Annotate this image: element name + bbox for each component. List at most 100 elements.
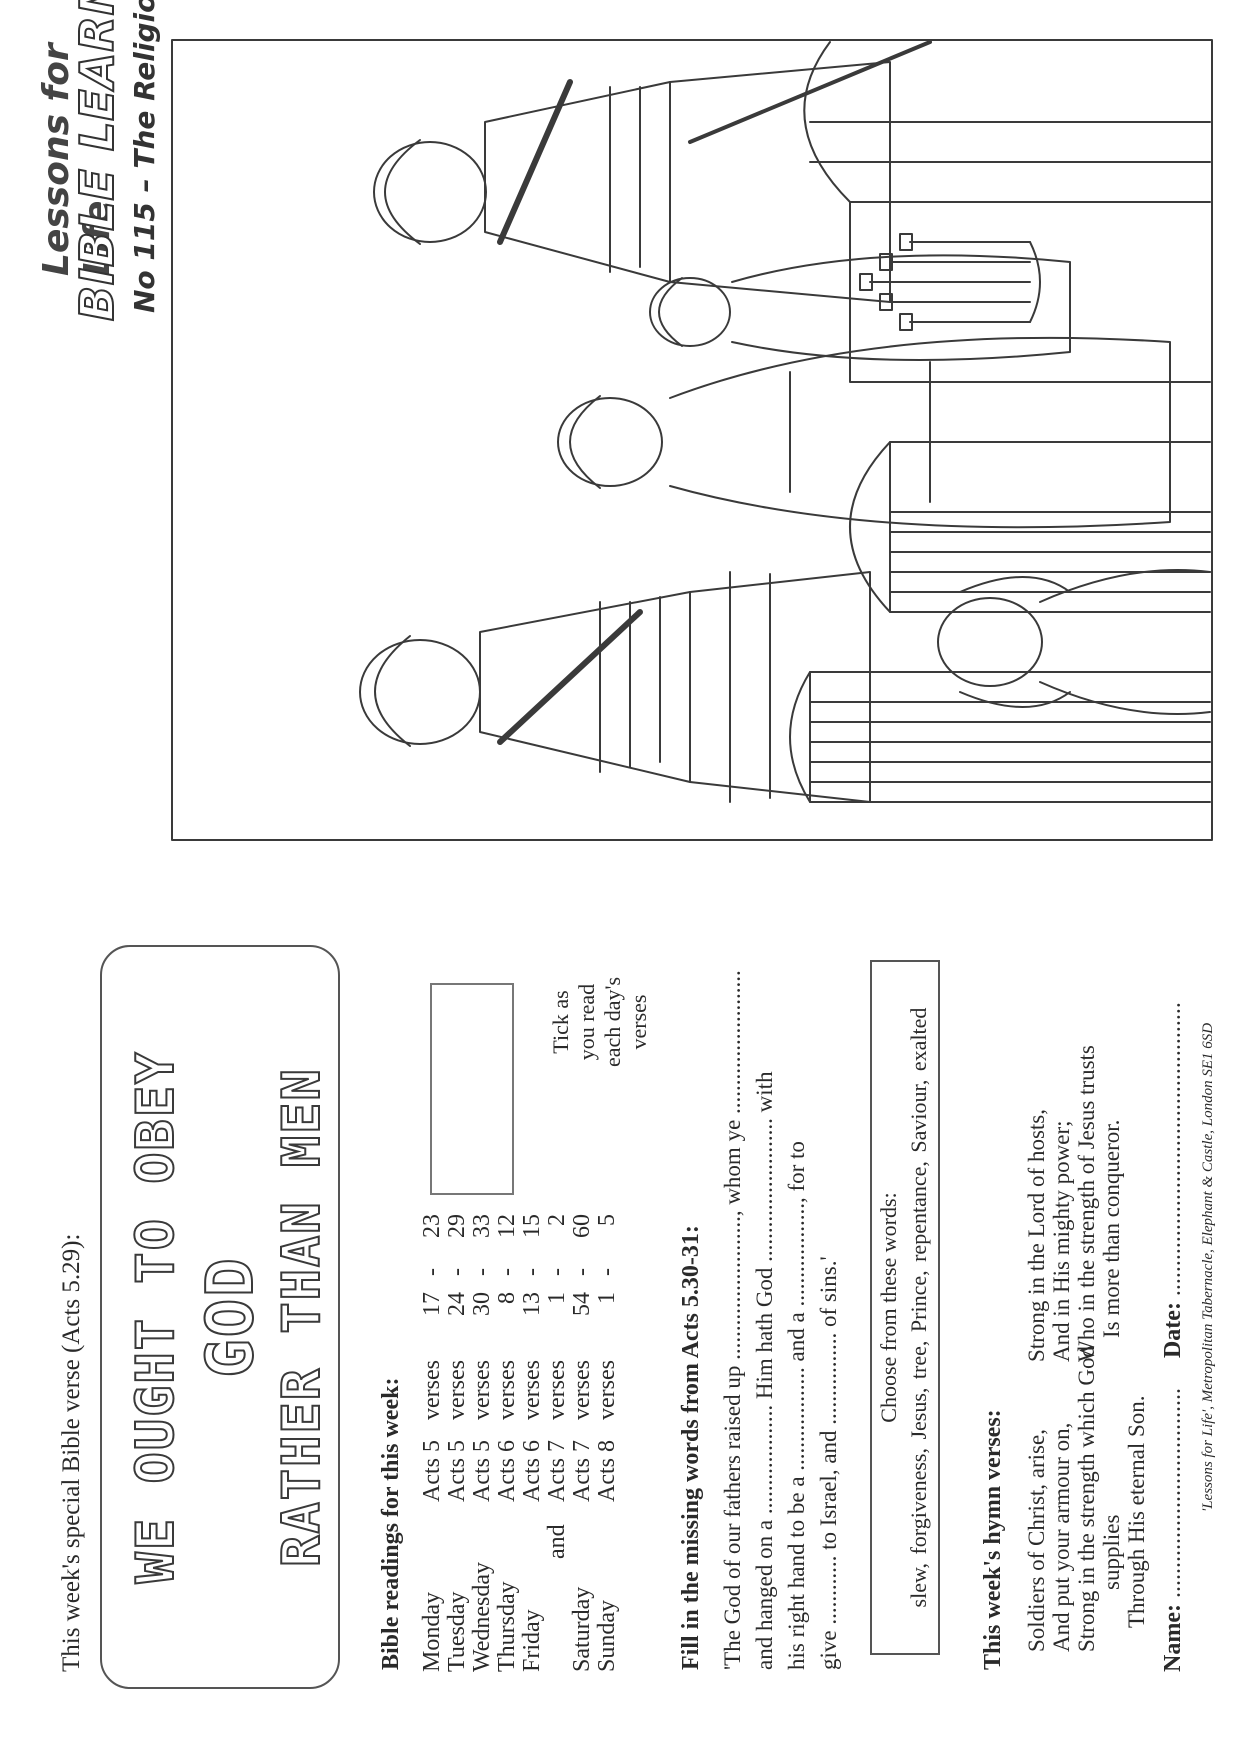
reading-verses-label: verses xyxy=(419,1360,445,1420)
reading-to: 29 xyxy=(444,1214,470,1238)
fill-heading: Fill in the missing words from Acts 5.30… xyxy=(678,1225,704,1670)
name-label: Name: xyxy=(1160,1604,1186,1672)
illustration-frame xyxy=(171,39,1213,841)
reading-from: 30 xyxy=(469,1292,495,1316)
reading-dash: - xyxy=(494,1268,520,1276)
reading-day: Saturday xyxy=(569,1586,595,1672)
date-field[interactable]: ........................................… xyxy=(1160,1002,1186,1297)
reading-book: Acts 8 xyxy=(594,1440,620,1502)
reading-book: Acts 5 xyxy=(444,1440,470,1502)
hymn-line: And in His mighty power; xyxy=(1049,1120,1074,1363)
reading-to: 60 xyxy=(569,1214,595,1238)
temple-columns xyxy=(789,41,1211,803)
fill-blank-line[interactable]: and hanged on a ................... Him … xyxy=(752,1071,777,1670)
readings-heading: Bible readings for this week: xyxy=(378,1377,404,1670)
hymn-line: Is more than conqueror. xyxy=(1099,1119,1124,1338)
reading-book: Acts 6 xyxy=(519,1440,545,1502)
reading-to: 33 xyxy=(469,1214,495,1238)
memory-verse-box: WE OUGHT TO OBEY GOD RATHER THAN MEN xyxy=(100,945,340,1689)
cover-panel: Lessons for Life BIBLE LEARNING COURSE N… xyxy=(36,0,1213,841)
religious-leader-figure xyxy=(557,336,1171,529)
word-bank-title: Choose from these words: xyxy=(876,1192,901,1423)
verse-line-3: RATHER THAN MEN xyxy=(271,1066,333,1568)
tick-note-line: each day's xyxy=(600,976,625,1068)
hymn-verse-1: Soldiers of Christ, arise, And put your … xyxy=(1024,1346,1149,1652)
hymn-line: Through His eternal Son. xyxy=(1124,1395,1149,1628)
hymn-line: And put your armour on, xyxy=(1049,1422,1074,1652)
hymn-verse-2: Strong in the Lord of hosts, And in His … xyxy=(1024,1045,1124,1362)
fill-blank-line[interactable]: 'The God of our fathers raised up ......… xyxy=(720,970,745,1670)
menorah xyxy=(859,233,1041,331)
reading-day: Monday xyxy=(419,1592,445,1672)
reading-verses-label: verses xyxy=(519,1360,545,1420)
reading-from: 1 xyxy=(594,1292,620,1304)
reading-day: Sunday xyxy=(594,1600,620,1672)
tick-note-line: verses xyxy=(626,994,651,1050)
reading-day: Wednesday xyxy=(469,1561,495,1672)
reading-verses-label: verses xyxy=(569,1360,595,1420)
verse-intro: This week's special Bible verse (Acts 5.… xyxy=(58,1233,85,1672)
apostle-figure xyxy=(937,569,1211,715)
reading-verses-label: verses xyxy=(544,1360,570,1420)
hymn-line: Strong in the Lord of hosts, xyxy=(1024,1109,1049,1362)
tick-note-line: you read xyxy=(574,983,599,1061)
reading-from: 54 xyxy=(569,1292,595,1316)
tick-box[interactable] xyxy=(430,983,514,1195)
tick-note-line: Tick as xyxy=(548,990,573,1054)
reading-book: Acts 5 xyxy=(469,1440,495,1502)
date-label: Date: xyxy=(1160,1302,1186,1359)
word-bank-box: Choose from these words: slew, forgivene… xyxy=(870,960,940,1655)
reading-to: 5 xyxy=(594,1214,620,1226)
reading-book: Acts 6 xyxy=(494,1440,520,1502)
reading-verses-label: verses xyxy=(444,1360,470,1420)
reading-dash: - xyxy=(594,1268,620,1276)
reading-to: 2 xyxy=(544,1214,570,1226)
verse-line-1: WE OUGHT TO OBEY xyxy=(125,1050,187,1585)
tick-note: Tick as you read each day's verses xyxy=(548,922,652,1122)
reading-book: Acts 5 xyxy=(419,1440,445,1502)
reading-dash: - xyxy=(569,1268,595,1276)
reading-to: 15 xyxy=(519,1214,545,1238)
religious-leader-figure xyxy=(649,254,1071,361)
lesson-number: No 115 – The Religious Leaders xyxy=(128,0,161,313)
reading-dash: - xyxy=(444,1268,470,1276)
reading-verses-label: verses xyxy=(469,1360,495,1420)
fill-blank-line[interactable]: give ............ to Israel, and .......… xyxy=(816,1256,841,1670)
reading-to: 23 xyxy=(419,1214,445,1238)
fill-blank-line[interactable]: his right hand to be a .................… xyxy=(784,1141,809,1670)
reading-from: 8 xyxy=(494,1292,520,1304)
reading-from: 17 xyxy=(419,1292,445,1316)
hymn-line: supplies xyxy=(1099,1514,1124,1590)
hymn-line: Strong in the strength which God xyxy=(1074,1346,1099,1652)
reading-verses-label: verses xyxy=(594,1360,620,1420)
reading-from: 24 xyxy=(444,1292,470,1316)
hymn-line: Soldiers of Christ, arise, xyxy=(1024,1429,1049,1652)
reading-and: and xyxy=(544,1524,570,1559)
word-bank-words: slew, forgiveness, Jesus, tree, Prince, … xyxy=(906,1007,931,1608)
reading-day: Friday xyxy=(519,1609,545,1672)
reading-from: 1 xyxy=(544,1292,570,1304)
reading-dash: - xyxy=(469,1268,495,1276)
soldier-figure xyxy=(373,40,932,303)
reading-dash: - xyxy=(419,1268,445,1276)
reading-book: Acts 7 xyxy=(544,1440,570,1502)
name-field[interactable]: ................................... xyxy=(1160,1388,1186,1599)
hymn-line: Who in the strength of Jesus trusts xyxy=(1074,1045,1099,1362)
reading-from: 13 xyxy=(519,1292,545,1316)
reading-day: Thursday xyxy=(494,1581,520,1672)
reading-book: Acts 7 xyxy=(569,1440,595,1502)
footer-credit: 'Lessons for Life', Metropolitan Taberna… xyxy=(1200,1022,1216,1512)
verse-line-2: GOD xyxy=(193,1255,269,1379)
name-date-line: Name: ..................................… xyxy=(1160,1002,1187,1672)
reading-dash: - xyxy=(519,1268,545,1276)
hymn-heading: This week's hymn verses: xyxy=(980,1409,1006,1670)
worksheet-panel: This week's special Bible verse (Acts 5.… xyxy=(0,876,1240,1752)
reading-dash: - xyxy=(544,1268,570,1276)
coloring-illustration xyxy=(171,39,1213,841)
soldier-figure xyxy=(359,571,871,803)
reading-to: 12 xyxy=(494,1214,520,1238)
course-title: BIBLE LEARNING COURSE xyxy=(69,0,125,322)
reading-day: Tuesday xyxy=(444,1591,470,1672)
reading-verses-label: verses xyxy=(494,1360,520,1420)
